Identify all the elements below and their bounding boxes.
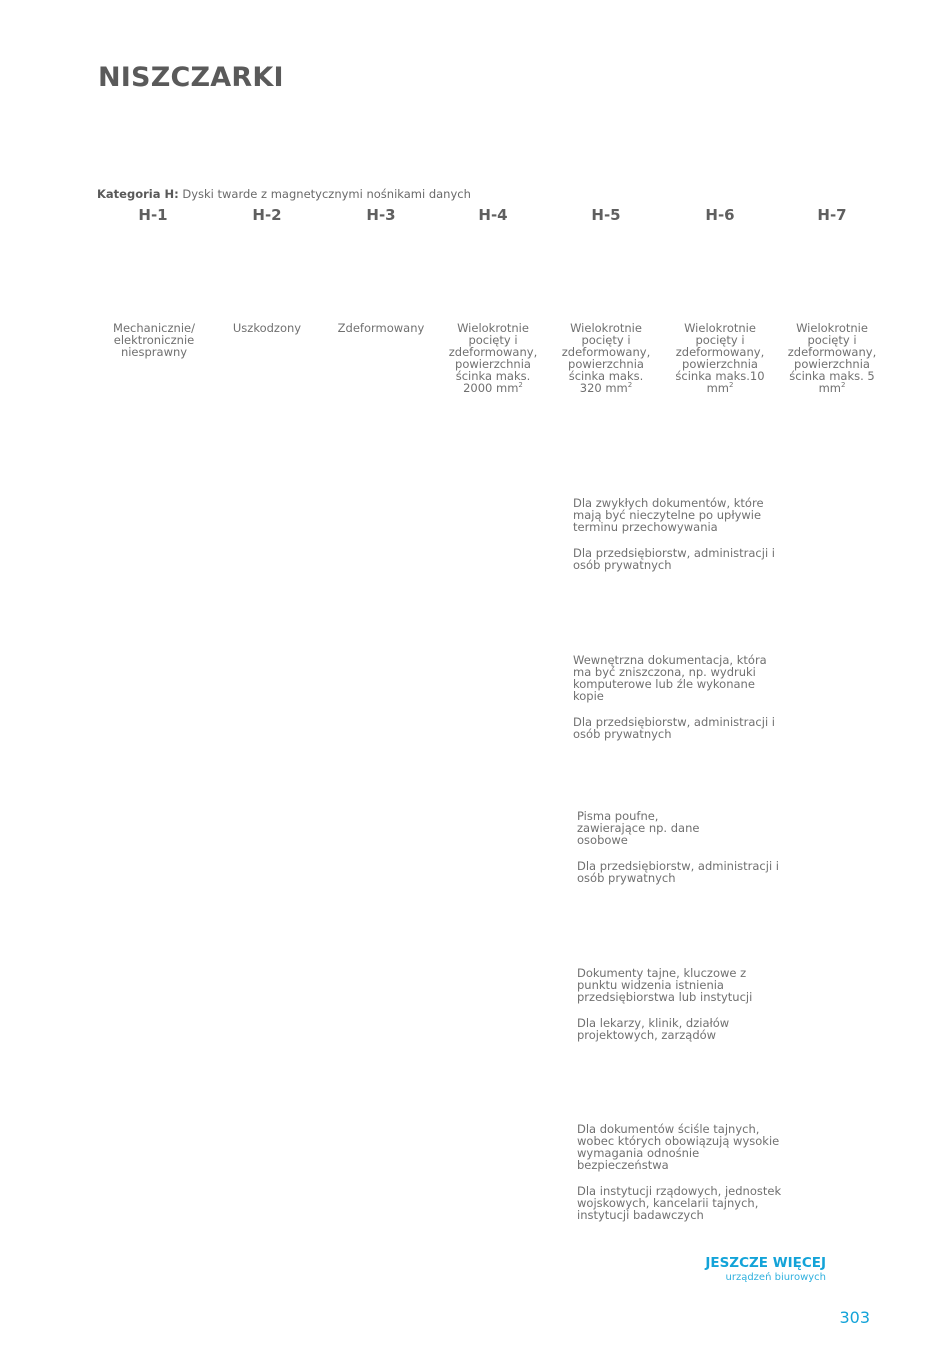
level-code-h4: H-4 — [478, 206, 508, 224]
more-devices-title: JESZCZE WIĘCEJ — [705, 1255, 826, 1271]
security-level-2: Wewnętrzna dokumentacja, która ma być zn… — [573, 654, 788, 740]
security-level-users: Dla przedsiębiorstw, administracji i osó… — [573, 546, 775, 572]
level-description-text: Wielokrotnie pocięty i zdeformowany, pow… — [561, 321, 651, 395]
level-description-h3: Zdeformowany — [333, 322, 429, 334]
level-description-h4: Wielokrotnie pocięty i zdeformowany, pow… — [445, 322, 541, 394]
superscript: 2 — [627, 381, 633, 390]
security-level-4: Dokumenty tajne, kluczowe z punktu widze… — [577, 967, 792, 1041]
category-heading: Kategoria H: Dyski twarde z magnetycznym… — [97, 187, 471, 201]
level-description-text: Zdeformowany — [337, 321, 425, 335]
page-title: NISZCZARKI — [98, 62, 284, 93]
level-code-h2: H-2 — [252, 206, 282, 224]
more-devices-subtitle: urządzeń biurowych — [725, 1272, 827, 1283]
category-description: Dyski twarde z magnetycznymi nośnikami d… — [182, 187, 471, 201]
level-description-text: Uszkodzony — [232, 321, 302, 335]
level-description-h2: Uszkodzony — [219, 322, 315, 334]
page-number: 303 — [839, 1308, 870, 1327]
level-code-h5: H-5 — [591, 206, 621, 224]
security-level-description: Pisma poufne, zawierające np. dane osobo… — [577, 809, 700, 847]
level-description-text: Mechanicznie/ elektronicznie niesprawny — [113, 321, 195, 359]
level-description-text: Wielokrotnie pocięty i zdeformowany, pow… — [448, 321, 538, 395]
level-description-h5: Wielokrotnie pocięty i zdeformowany, pow… — [558, 322, 654, 394]
level-description-text: Wielokrotnie pocięty i zdeformowany, pow… — [675, 321, 765, 395]
security-level-1: Dla zwykłych dokumentów, które mają być … — [573, 497, 788, 571]
level-description-text: Wielokrotnie pocięty i zdeformowany, pow… — [787, 321, 877, 395]
superscript: 2 — [840, 381, 846, 390]
level-code-h6: H-6 — [705, 206, 735, 224]
superscript: 2 — [518, 381, 523, 390]
level-description-h1: Mechanicznie/ elektronicznie niesprawny — [106, 322, 202, 358]
security-level-users: Dla przedsiębiorstw, administracji i osó… — [577, 859, 779, 885]
security-level-description: Dla dokumentów ściśle tajnych, wobec któ… — [577, 1122, 780, 1172]
security-level-users: Dla przedsiębiorstw, administracji i osó… — [573, 715, 775, 741]
security-level-description: Dla zwykłych dokumentów, które mają być … — [573, 496, 764, 534]
level-code-h3: H-3 — [366, 206, 396, 224]
security-level-3: Pisma poufne, zawierające np. dane osobo… — [577, 810, 792, 884]
security-level-users: Dla instytucji rządowych, jednostek wojs… — [577, 1184, 782, 1222]
level-description-h7: Wielokrotnie pocięty i zdeformowany, pow… — [784, 322, 880, 394]
superscript: 2 — [728, 381, 734, 390]
level-code-h7: H-7 — [817, 206, 847, 224]
level-description-h6: Wielokrotnie pocięty i zdeformowany, pow… — [672, 322, 768, 394]
security-level-description: Dokumenty tajne, kluczowe z punktu widze… — [577, 966, 753, 1004]
security-level-users: Dla lekarzy, klinik, działów projektowyc… — [577, 1016, 730, 1042]
security-level-5: Dla dokumentów ściśle tajnych, wobec któ… — [577, 1123, 792, 1221]
category-label: Kategoria H: — [97, 187, 179, 201]
security-level-description: Wewnętrzna dokumentacja, która ma być zn… — [573, 653, 767, 703]
level-code-h1: H-1 — [138, 206, 168, 224]
